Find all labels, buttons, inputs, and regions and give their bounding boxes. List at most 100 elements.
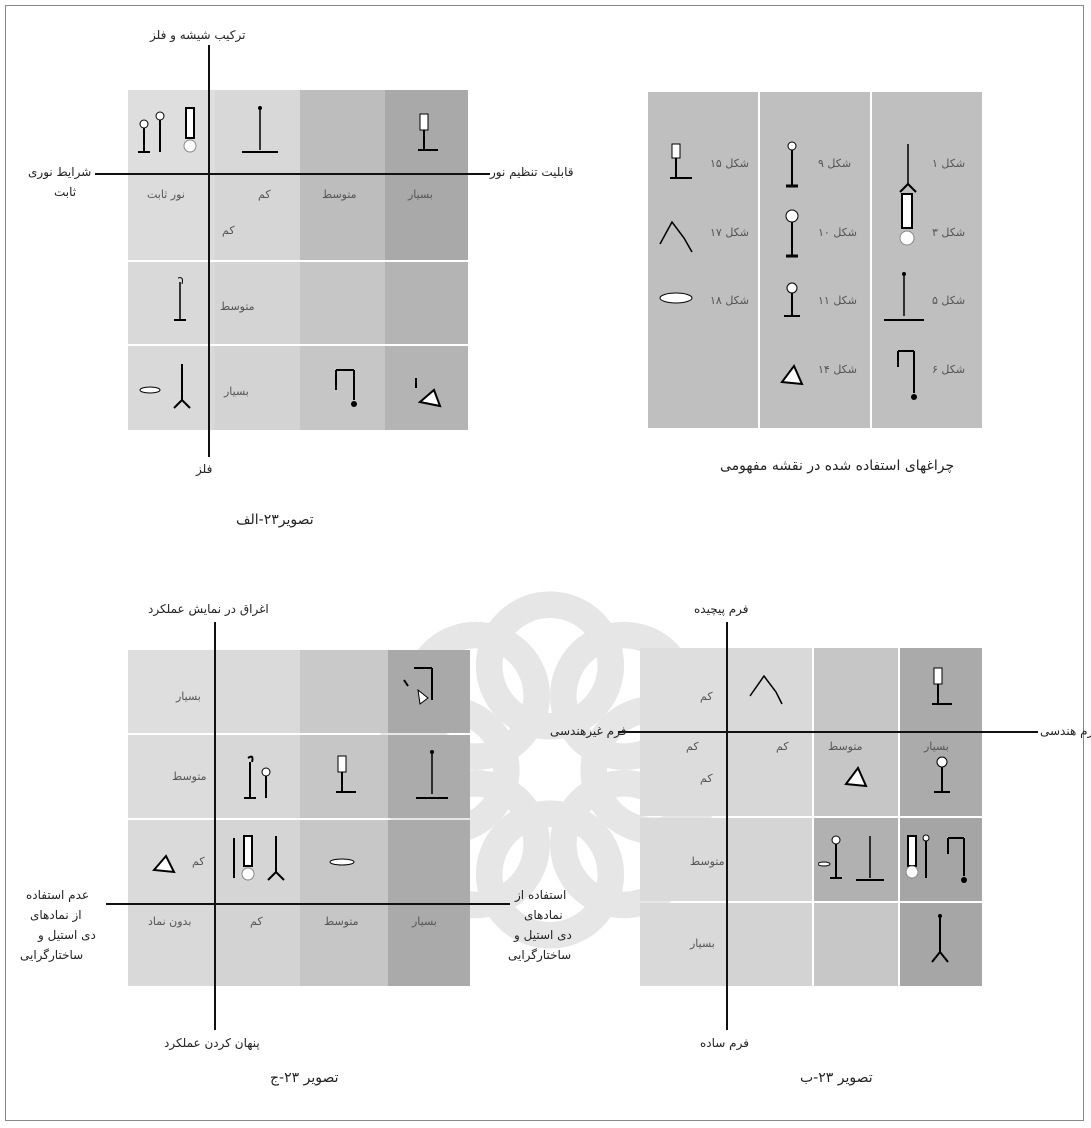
cell [215, 346, 300, 430]
axis-horizontal [95, 173, 490, 175]
lamp-icon [236, 752, 276, 808]
cell [215, 650, 300, 733]
axis-left-label: فرم غیرهندسی [550, 724, 627, 738]
lamp-icon [772, 348, 812, 404]
axis-top-label: اغراق در نمایش عملکرد [148, 602, 269, 616]
lamp-icon [136, 362, 176, 418]
axis-left-label: شرایط نوری [28, 165, 92, 179]
cell [640, 903, 726, 986]
lamp-icon [888, 140, 928, 196]
cell [300, 346, 385, 430]
lamp-icon [162, 272, 202, 328]
column-label: بسیار [408, 188, 433, 201]
axis-left-label: عدم استفاده [26, 888, 90, 902]
lamp-icon [132, 106, 172, 162]
cell [215, 735, 300, 818]
legend-label: شکل ۵ [932, 294, 966, 307]
cell [640, 733, 726, 816]
axis-bottom-label: فرم ساده [700, 1036, 749, 1050]
cell [640, 818, 726, 901]
axis-right-label: ساختارگرایی [508, 948, 572, 962]
lamp-icon [408, 110, 448, 166]
cell [300, 90, 385, 170]
legend-column [760, 92, 870, 428]
lamp-icon [146, 838, 186, 894]
cell [814, 818, 898, 901]
cell [728, 733, 812, 816]
lamp-icon [164, 360, 204, 416]
diagram-a-caption: تصویر۲۳-الف [236, 512, 314, 528]
lamp-icon [656, 208, 696, 264]
column-label: متوسط [828, 740, 863, 753]
lamp-icon [746, 664, 786, 720]
cell [388, 903, 470, 986]
lamp-icon [854, 830, 894, 886]
lamp-icon [324, 752, 364, 808]
axis-vertical [726, 622, 728, 1030]
cell [728, 903, 812, 986]
axis-left-label: از نمادهای [30, 908, 82, 922]
lamp-icon [328, 360, 368, 416]
cell [128, 170, 215, 260]
row-label: کم [700, 772, 713, 785]
axis-right-label: دی استیل و [514, 928, 572, 942]
axis-bottom-label: پنهان کردن عملکرد [164, 1036, 260, 1050]
row-label: بسیار [224, 385, 249, 398]
lamp-icon [920, 912, 960, 968]
cell [814, 648, 898, 731]
lamp-icon [922, 664, 962, 720]
lamp-icon [410, 362, 450, 418]
axis-right-label: استفاده از [515, 888, 567, 902]
cell [728, 648, 812, 731]
lamp-icon [890, 345, 930, 401]
row-label: بسیار [176, 690, 201, 703]
legend-label: شکل ۶ [932, 363, 966, 376]
lamp-icon [772, 140, 812, 196]
column-label: بدون نماد [148, 915, 192, 928]
axis-top-label: فرم پیچیده [694, 602, 749, 616]
row-label: متوسط [172, 770, 207, 783]
cell [388, 820, 470, 903]
cell [300, 262, 385, 344]
legend-caption: چراغهای استفاده شده در نقشه مفهومی [720, 458, 955, 474]
column-label: متوسط [324, 915, 359, 928]
legend-column [648, 92, 758, 428]
column-label: بسیار [412, 915, 437, 928]
cell [128, 262, 215, 344]
axis-bottom-label: فلز [196, 462, 213, 476]
cell [215, 262, 300, 344]
cell [300, 650, 388, 733]
column-label: کم [258, 188, 271, 201]
legend-label: شکل ۱۴ [818, 363, 857, 376]
lamp-icon [922, 752, 962, 808]
lamp-icon [817, 830, 858, 886]
row-label: کم [700, 690, 713, 703]
diagram-b-caption: تصویر ۲۳-ب [800, 1070, 873, 1086]
cell [900, 648, 982, 731]
lamp-icon [240, 102, 280, 158]
axis-right-label: قابلیت تنظیم نور [490, 165, 574, 179]
lamp-icon [412, 748, 452, 804]
row-label: بسیار [690, 937, 715, 950]
lamp-icon [888, 192, 928, 248]
legend-label: شکل ۹ [818, 157, 852, 170]
cell [385, 262, 468, 344]
row-label: کم [222, 224, 235, 237]
legend-label: شکل ۱۰ [818, 226, 857, 239]
legend-label: شکل ۱۸ [710, 294, 749, 307]
lamp-icon [662, 140, 702, 196]
lamp-icon [772, 208, 812, 264]
lamp-icon [322, 852, 362, 908]
lamp-icon [400, 660, 440, 716]
cell [215, 820, 300, 903]
legend-label: شکل ۱۵ [710, 157, 749, 170]
page-frame [5, 5, 1084, 1121]
axis-vertical [208, 45, 210, 457]
cell [215, 903, 300, 986]
cell [300, 170, 385, 260]
cell [128, 90, 215, 170]
legend-column [872, 92, 982, 428]
cell [128, 820, 215, 903]
axis-left-label: دی استیل و [38, 928, 96, 942]
row-label: متوسط [690, 855, 725, 868]
